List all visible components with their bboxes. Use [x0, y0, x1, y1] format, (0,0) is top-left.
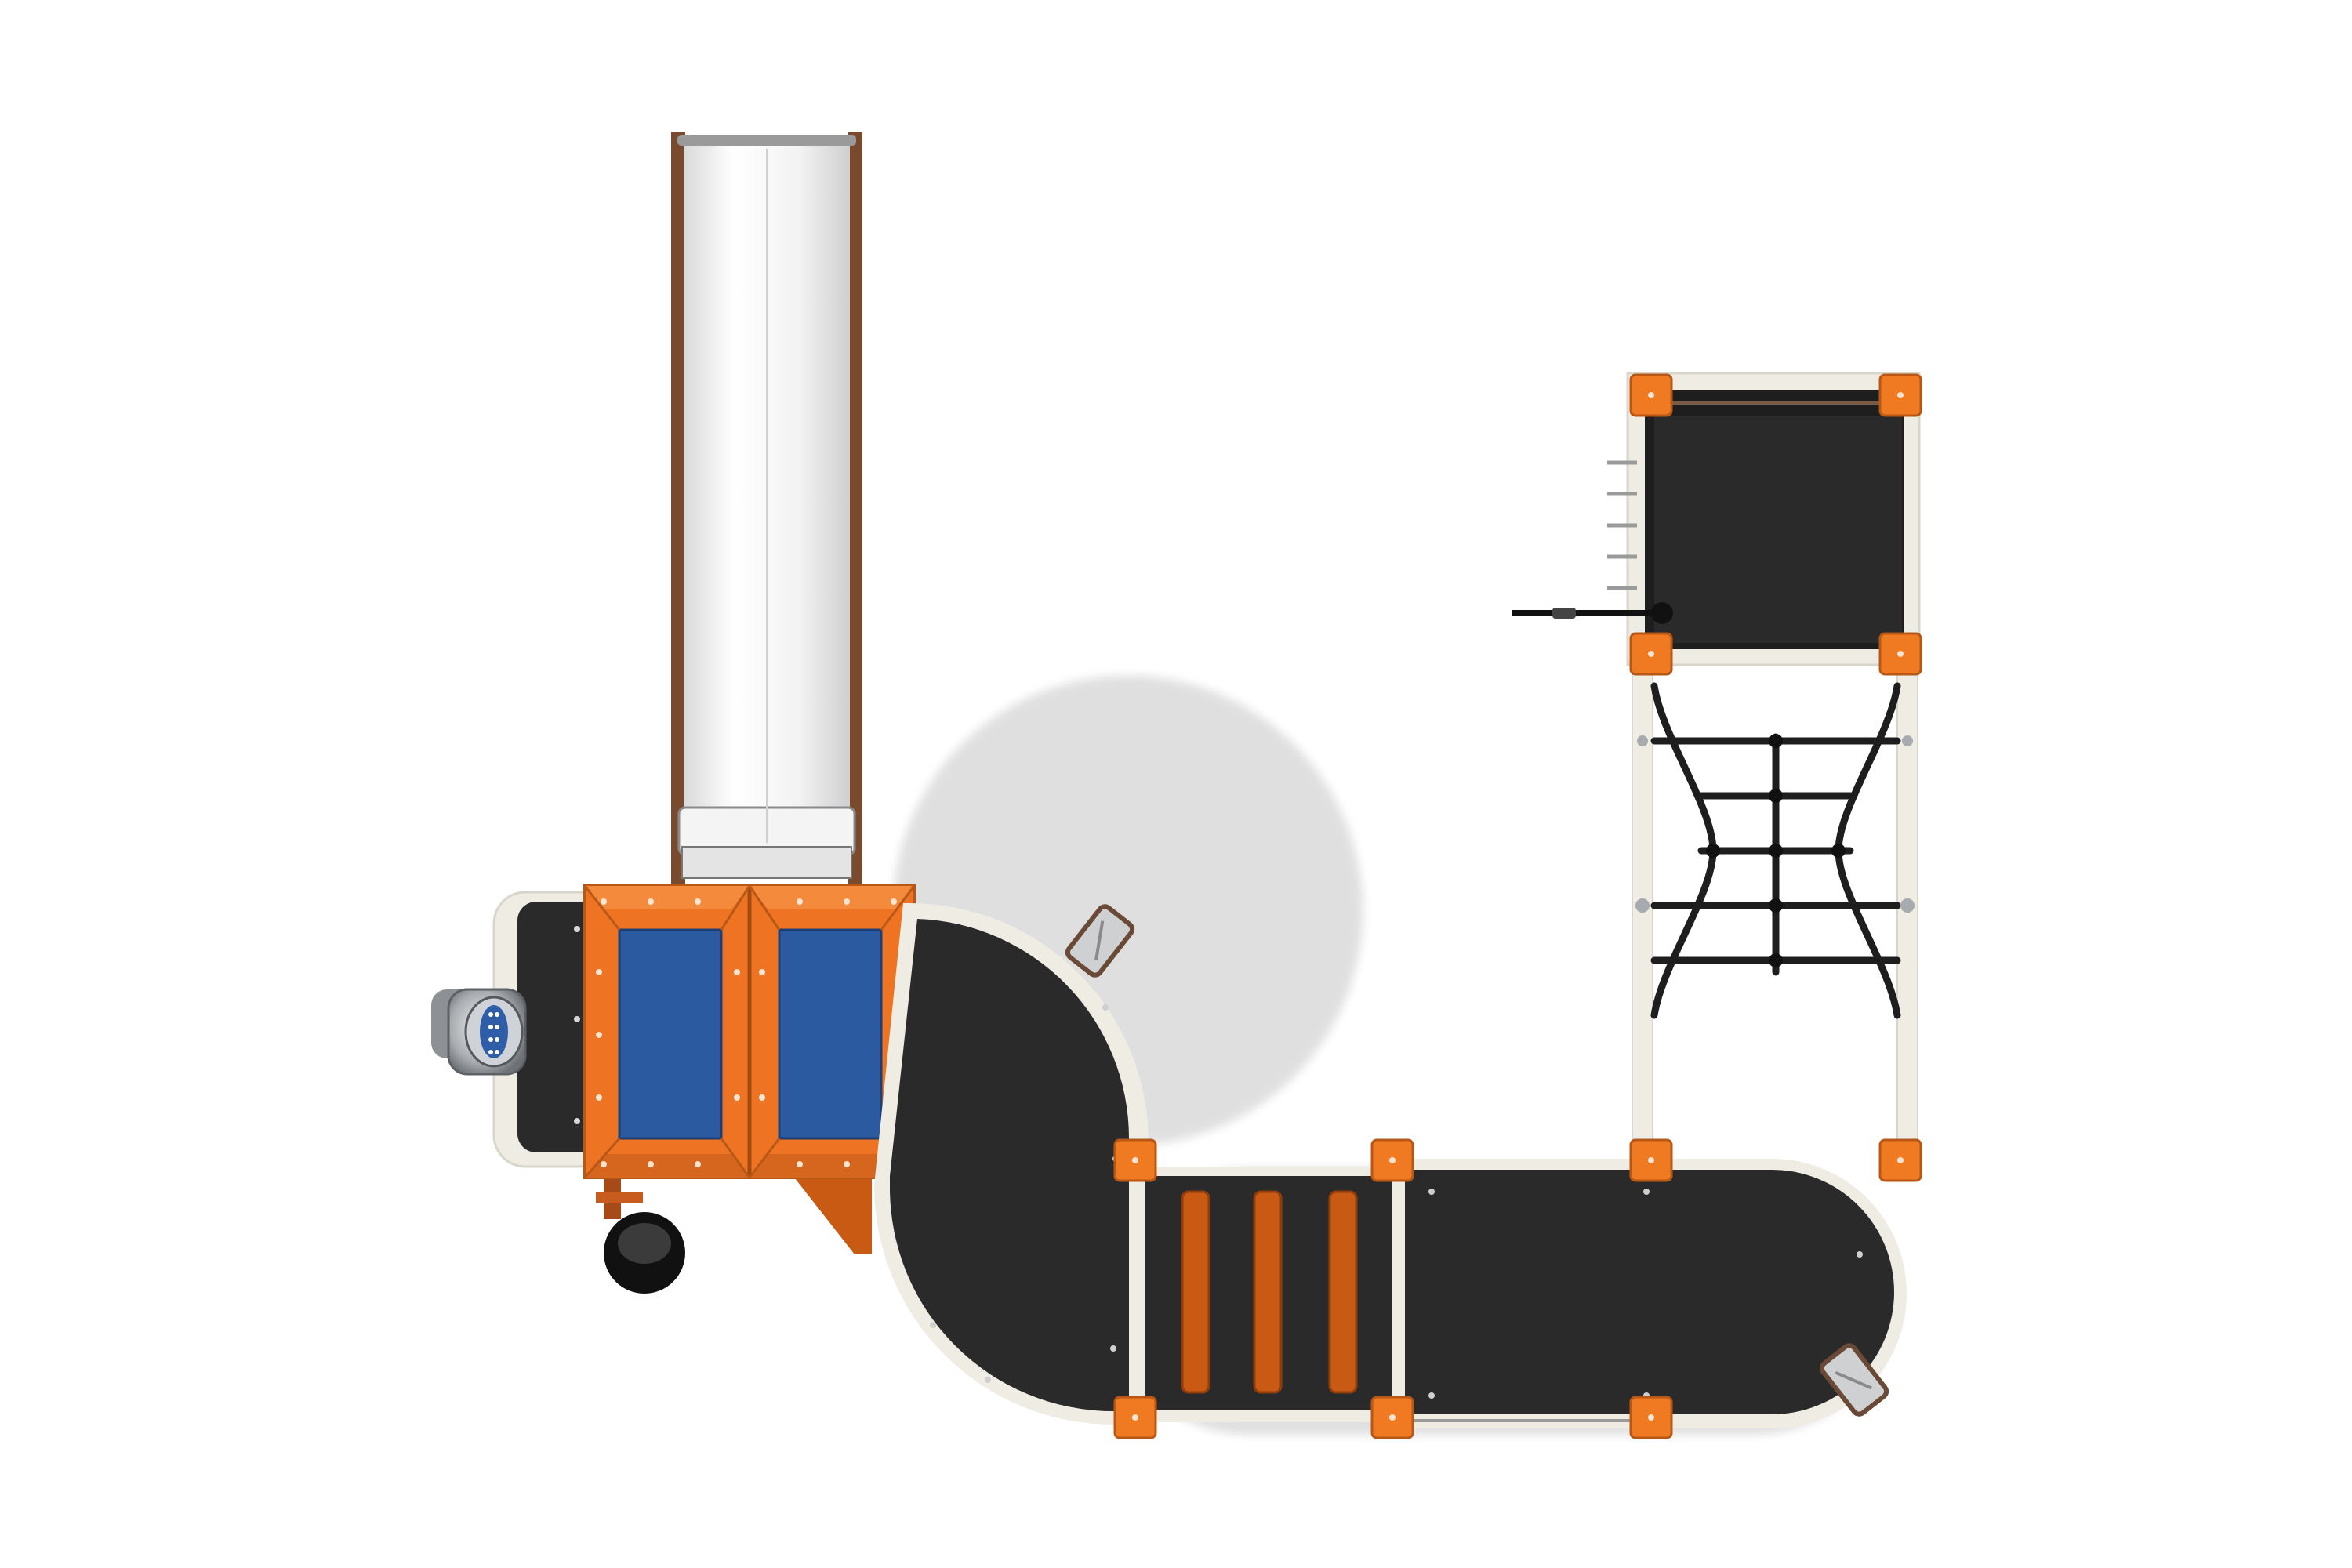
bridge-steps [1181, 1190, 1358, 1394]
straight-deck [1392, 1159, 1907, 1428]
double-roof-tower [583, 884, 916, 1179]
slide-exit-step [681, 846, 852, 879]
step-bridge [1137, 1167, 1400, 1422]
roof-panel-left [583, 885, 751, 1178]
upper-tower-deck [1626, 372, 1921, 666]
grab-handle-upper[interactable] [1065, 904, 1135, 978]
side-deck [492, 891, 612, 1168]
porthole-lens [480, 1005, 508, 1058]
firemans-pole[interactable] [1512, 602, 1673, 624]
grab-handle-lower[interactable] [1819, 1343, 1889, 1417]
net-climber[interactable] [1632, 650, 1918, 1161]
rung-ladder[interactable] [1607, 460, 1637, 590]
porthole-viewer[interactable] [431, 988, 527, 1076]
support-fin [792, 1174, 872, 1254]
slide-lip [677, 135, 856, 146]
tube-slide[interactable] [671, 132, 862, 892]
slide-side-rail-left [671, 132, 685, 892]
roof-panel-right [748, 885, 916, 1178]
curved-deck-left [874, 903, 1149, 1425]
slide-side-rail-right [848, 132, 862, 892]
steering-wheel[interactable] [596, 1172, 685, 1294]
